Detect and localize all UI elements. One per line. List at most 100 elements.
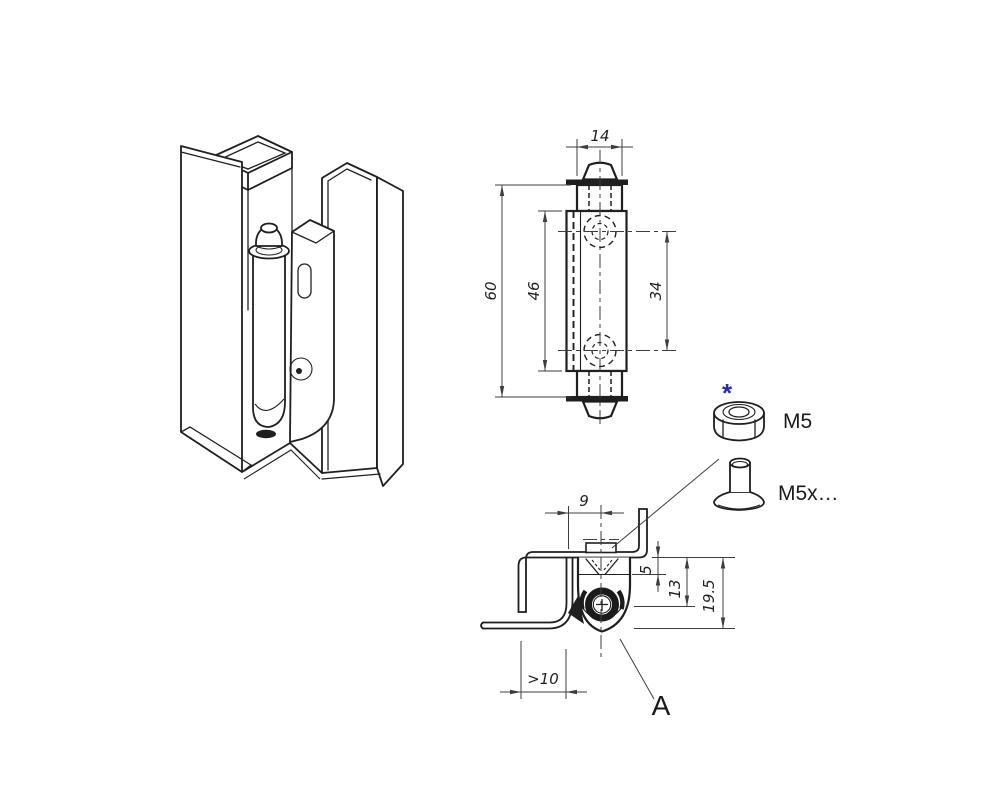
dim-leaf-height-46: 46: [525, 210, 562, 372]
dim-width-14: 14: [566, 127, 633, 176]
barrel-bottom-curl: [254, 398, 285, 411]
clamp-funnel: [585, 558, 619, 576]
screw-label: M5x…: [778, 482, 839, 505]
dim-overall-depth-19-5: 19.5: [634, 557, 735, 629]
arrow-top: [655, 546, 661, 558]
right-panel-side: [376, 176, 404, 487]
screw-head-underside: [717, 504, 761, 510]
arrow-right: [566, 689, 577, 695]
top-pin-hidden: [588, 185, 612, 211]
arrow-left: [510, 689, 521, 695]
clamp-funnel-hidden: [591, 559, 613, 571]
bracket-lower-cutout: [289, 357, 313, 381]
section-view: 9 5 13 19.5: [480, 458, 735, 721]
left-panel-front: [180, 145, 243, 473]
bracket-pin-end: [296, 368, 302, 374]
left-panel-thickness: [180, 151, 241, 168]
bottom-pin-dome: [581, 400, 619, 420]
frame-end-caps: [517, 508, 648, 613]
arrow-top: [720, 557, 726, 569]
dim-label-5: 5: [637, 565, 655, 575]
iso-left-panel: [180, 145, 253, 473]
hole-centerlines: [558, 231, 676, 351]
bottom-pin-hidden: [588, 371, 612, 397]
dim-label-13: 13: [666, 579, 684, 598]
arrow-bottom: [499, 386, 505, 397]
ext-lines: [576, 139, 623, 176]
detail-label-a: A: [652, 690, 671, 721]
iso-web-edges: [247, 167, 293, 311]
frame-inner-contour: [525, 508, 640, 613]
ext-lines: [538, 210, 562, 372]
arrow-left: [577, 144, 588, 150]
arrow-bottom: [655, 574, 661, 586]
door-end-cap: [480, 621, 484, 630]
arrow-bottom: [684, 595, 690, 607]
arrow-right: [601, 510, 612, 516]
iso-hinge-bracket: [289, 219, 335, 443]
screw-top-chamfer: [731, 460, 749, 469]
screw-head: [713, 491, 765, 511]
screw-shank: [729, 462, 751, 493]
detail-callout-a: A: [619, 638, 671, 721]
barrel-bottom-nut: [256, 429, 276, 439]
dim-label-9: 9: [579, 492, 589, 510]
screw-icon: [713, 457, 765, 511]
arrow-top: [499, 185, 505, 196]
arrow-top: [542, 211, 548, 222]
dim-step-5: 5: [632, 541, 735, 592]
nut-label: M5: [783, 410, 812, 433]
dim-pin-offset-9: 9: [545, 492, 624, 549]
nut-top-face: [713, 401, 765, 425]
front-part: [558, 150, 676, 428]
dim-pivot-depth-13: 13: [634, 557, 695, 607]
knuckle-jaw-left: [579, 589, 588, 610]
leaf-body: [565, 209, 628, 373]
ext-lines: [632, 557, 735, 575]
left-panel-bottom: [180, 426, 253, 473]
nut-facets: [722, 419, 756, 439]
section-hinge-clamp: [568, 505, 632, 658]
arrow-top: [684, 557, 690, 569]
clamp-screw-head: [592, 595, 612, 614]
front-view: 14 60 46 34: [482, 127, 676, 428]
pin-dome-base: [255, 245, 283, 250]
ext-lines: [495, 184, 571, 398]
door-inner-contour: [482, 557, 568, 624]
nut-hole: [728, 406, 750, 418]
dim-label-60: 60: [482, 281, 500, 300]
clamp-screw-cross: [595, 598, 609, 612]
dim-hole-spacing-34: 34: [647, 231, 670, 351]
isometric-view: [180, 135, 404, 487]
hardware-callouts: * M5 M5x…: [713, 378, 839, 511]
ext-lines: [520, 641, 567, 699]
section-door-sheet: [480, 557, 574, 630]
dim-min-flange-10: >10: [500, 641, 587, 699]
dim-label-14: 14: [590, 127, 609, 145]
bracket-body: [289, 219, 335, 443]
door-outer-contour: [482, 557, 574, 630]
arrow-top: [664, 231, 670, 243]
dim-label-34: 34: [647, 281, 665, 300]
iso-hinge-barrel: [248, 222, 290, 439]
barrel-cylinder: [252, 253, 286, 428]
bottom-washer: [566, 396, 628, 402]
pin-knob: [260, 222, 278, 234]
dim-label-46: 46: [525, 281, 543, 300]
arrow-right: [611, 144, 622, 150]
bracket-top-face: [291, 230, 335, 244]
arrow-bottom: [542, 360, 548, 371]
arrow-bottom: [720, 617, 726, 629]
iso-bottom-vee-offset: [243, 449, 321, 480]
clamp-wedge: [568, 596, 584, 624]
screw-shank-fill: [730, 463, 750, 492]
nut-insert-ring: [722, 403, 756, 421]
arrow-bottom: [664, 339, 670, 351]
dim-label-19-5: 19.5: [700, 579, 718, 612]
iso-bottom-vee: [241, 442, 323, 474]
dim-overall-height-60: 60: [482, 184, 571, 398]
bracket-slot: [297, 263, 312, 299]
detail-leader-line: [619, 638, 655, 700]
